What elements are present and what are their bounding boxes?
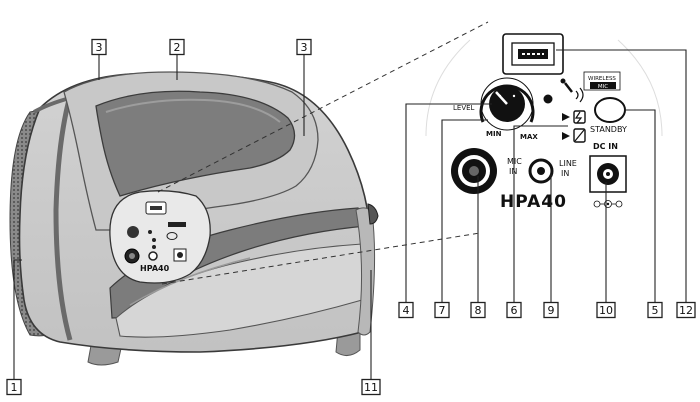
line-in-label-line2: IN (561, 169, 569, 178)
dc-in-label: DC IN (593, 142, 618, 151)
battery-led (562, 128, 586, 143)
callout-11-c11: 11 (361, 378, 381, 396)
callout-box (6, 378, 22, 396)
callout-1-c1: 1 (6, 378, 22, 396)
callout-box (91, 38, 107, 56)
microphone-icon (560, 78, 584, 103)
callout-2-c2: 2 (169, 38, 185, 56)
small-control-panel: HPA40 (109, 190, 211, 284)
wireless-label-line1: WIRELESS (588, 76, 616, 82)
callout-number: 12 (679, 304, 693, 317)
small-model-name: HPA40 (140, 264, 170, 273)
strap-clip (367, 203, 379, 225)
callout-6-c6: 6 (506, 301, 522, 319)
callout-5-c5: 5 (647, 301, 663, 319)
level-label: LEVEL (453, 104, 475, 112)
callout-box (543, 301, 559, 319)
callout-number: 2 (174, 41, 181, 54)
callout-10-c10: 10 (596, 301, 616, 319)
leader-lines (13, 49, 687, 379)
charge-led (562, 110, 586, 124)
callout-box (361, 378, 381, 396)
wireless-label-line2: MIC (598, 84, 608, 90)
callout-number: 7 (439, 304, 446, 317)
callout-box (434, 301, 450, 319)
carry-handle[interactable] (95, 90, 296, 197)
dc-polarity-icon (593, 200, 623, 208)
model-name: HPA40 (500, 192, 567, 212)
mic-in-jack[interactable] (451, 148, 497, 194)
callout-number: 10 (599, 304, 613, 317)
dc-in-jack[interactable] (589, 155, 627, 193)
callout-number: 3 (301, 41, 308, 54)
callout-8-c8: 8 (470, 301, 486, 319)
callout-number: 1 (11, 381, 18, 394)
min-label: MIN (486, 130, 502, 138)
usb-port[interactable] (502, 33, 564, 75)
mic-in-label-line1: MIC (507, 157, 522, 166)
standby-label: STANDBY (590, 125, 627, 134)
callout-4-c4: 4 (398, 301, 414, 319)
callout-3-c3b: 3 (296, 38, 312, 56)
callout-12-c12: 12 (676, 301, 696, 319)
mic-in-label-line2: IN (509, 167, 517, 176)
callout-box (296, 38, 312, 56)
callout-number: 6 (511, 304, 518, 317)
callout-9-c9: 9 (543, 301, 559, 319)
callout-number: 9 (548, 304, 555, 317)
callout-box (398, 301, 414, 319)
callout-3-c3a: 3 (91, 38, 107, 56)
callout-number: 5 (652, 304, 659, 317)
callout-box (169, 38, 185, 56)
callout-number: 11 (364, 381, 378, 394)
max-label: MAX (520, 133, 538, 141)
callout-7-c7: 7 (434, 301, 450, 319)
callout-box (676, 301, 696, 319)
enlarged-control-panel: LEVEL MIN MAX WIRELESS MIC STANDBY DC I (425, 18, 663, 254)
callout-box (506, 301, 522, 319)
line-in-jack[interactable] (528, 158, 554, 184)
callout-number: 8 (475, 304, 482, 317)
callout-number: 3 (96, 41, 103, 54)
callout-number: 4 (403, 304, 410, 317)
line-in-label-line1: LINE (559, 159, 577, 168)
callout-box (647, 301, 663, 319)
callout-box (470, 301, 486, 319)
callout-box (596, 301, 616, 319)
zoom-projection-lines (157, 21, 489, 285)
wireless-led (543, 94, 553, 104)
speaker-body (9, 71, 379, 366)
standby-button[interactable] (594, 97, 626, 123)
level-knob[interactable] (479, 77, 535, 131)
